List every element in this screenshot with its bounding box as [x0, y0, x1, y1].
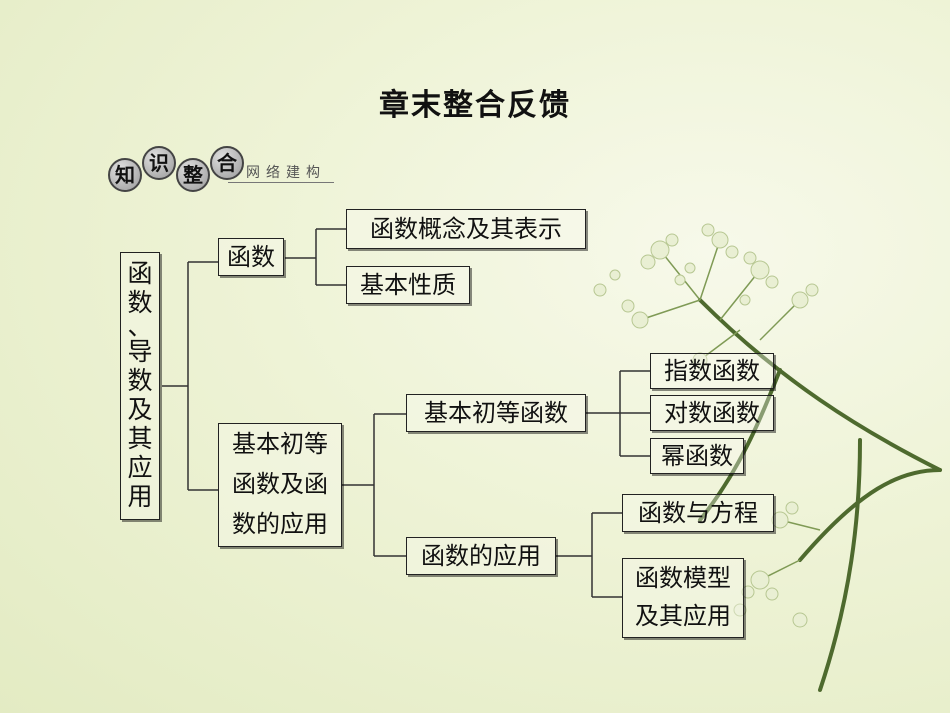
- node-models-line-2: 及其应用: [635, 602, 731, 630]
- root-node: 函数、导数及其应用: [120, 252, 160, 520]
- badge-zhi: 知: [108, 158, 142, 192]
- subtitle-underline: [228, 182, 334, 183]
- node-exponential: 指数函数: [650, 353, 774, 389]
- node-elementary-applications-line-1: 基本初等: [232, 430, 328, 458]
- node-models-line-1: 函数模型: [635, 564, 731, 592]
- node-functions: 函数: [218, 238, 284, 276]
- node-basic-elementary: 基本初等函数: [406, 394, 586, 432]
- badge-shi: 识: [142, 146, 176, 180]
- root-node-char: 用: [127, 482, 153, 511]
- node-logarithmic: 对数函数: [650, 395, 774, 431]
- node-equations: 函数与方程: [622, 494, 774, 532]
- node-elementary-applications-line-2: 函数及函: [232, 470, 328, 498]
- root-node-char: 函: [127, 259, 153, 288]
- root-node-char: 及: [127, 395, 153, 424]
- root-node-char: 数: [127, 288, 153, 317]
- root-node-char: 其: [127, 424, 153, 453]
- badge-zheng: 整: [176, 158, 210, 192]
- page-title: 章末整合反馈: [379, 88, 571, 123]
- badge-he: 合: [210, 146, 244, 180]
- node-concept: 函数概念及其表示: [346, 209, 586, 249]
- node-properties: 基本性质: [346, 266, 470, 304]
- node-power: 幂函数: [650, 438, 744, 474]
- node-applications: 函数的应用: [406, 537, 556, 575]
- root-node-char: 应: [127, 453, 153, 482]
- root-node-char: 数: [127, 366, 153, 395]
- root-node-char: 导: [127, 337, 153, 366]
- node-elementary-applications: 基本初等 函数及函 数的应用: [218, 423, 342, 547]
- root-node-char: 、: [127, 312, 153, 341]
- node-elementary-applications-line-3: 数的应用: [232, 510, 328, 538]
- node-models: 函数模型 及其应用: [622, 558, 744, 638]
- section-subtitle: 网络建构: [246, 165, 326, 181]
